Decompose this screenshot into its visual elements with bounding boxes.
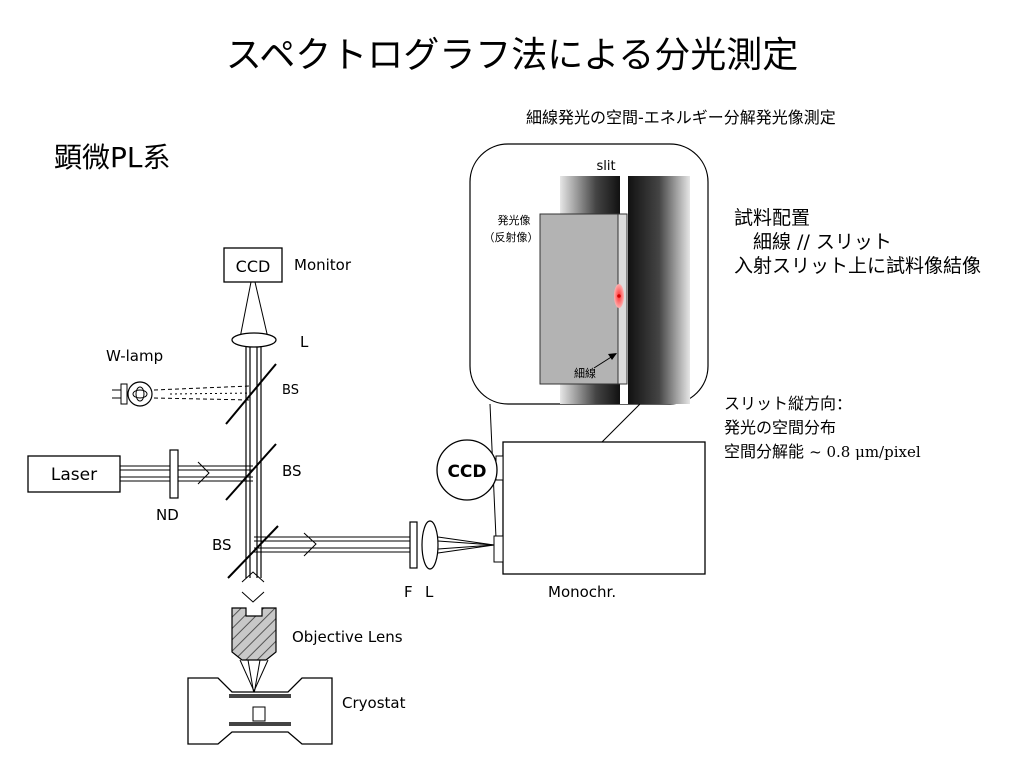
l-label: L [425,583,434,601]
slit-label: slit [596,159,615,174]
wire-label: 細線 [574,366,596,380]
note-line: 入射スリット上に試料像結像 [734,255,982,277]
monochromator [502,441,706,575]
beam-splitter-2 [225,443,277,501]
cryostat-label: Cryostat [342,694,406,712]
slide-title: スペクトログラフ法による分光測定 [225,35,799,76]
laser [27,455,121,493]
w-lamp: W-lamp [106,347,163,407]
nd-filter [169,449,179,499]
w-lamp-label: W-lamp [106,347,163,365]
f-label: F [404,583,413,601]
objective-lens [231,607,277,661]
image-label-2: （反射像） [484,230,539,244]
lens-l [421,520,439,570]
resolution-value: ~ 0.8 μm/pixel [809,443,921,461]
monitor-label: Monitor [294,256,352,274]
section-heading-micro-pl: 顕微PL系 [54,141,171,174]
note-line: 試料配置 [734,207,811,229]
section-heading-spatial-energy: 細線発光の空間-エネルギー分解発光像測定 [526,108,836,127]
ccd-camera-round [436,439,498,501]
laser-label: Laser [51,465,97,485]
ccd-camera-top [223,247,283,283]
note-line: 細線 // スリット [734,231,892,253]
lens-top-label: L [300,333,309,351]
objective-label: Objective Lens [292,628,403,646]
sample-arrangement-notes: 試料配置 細線 // スリット 入射スリット上に試料像結像 [734,206,981,278]
bs-small-label: BS [282,383,299,398]
bs-low-label: BS [212,536,232,554]
bs-mid-label: BS [282,462,302,480]
filter-f [409,521,418,569]
ccd-top-label: CCD [236,257,271,276]
beam-splitter-3 [227,525,279,579]
monochr-label: Monochr. [548,583,616,601]
slit-image-inset: slit 発光像 （反射像） 細線 [469,143,709,539]
note-line: 空間分解能 ~ 0.8 μm/pixel [724,440,921,464]
image-label-1: 発光像 [498,213,531,227]
note-line: スリット縦方向： [724,394,853,413]
note-line: 発光の空間分布 [724,418,837,437]
ccd-round-label: CCD [447,462,486,482]
slit-direction-notes: スリット縦方向： 発光の空間分布 空間分解能 ~ 0.8 μm/pixel [724,392,921,464]
nd-label: ND [156,506,179,524]
lens-top [231,332,277,348]
entrance-slit [493,535,504,563]
beam-splitter-1 [225,363,277,425]
resolution-label: 空間分解能 [724,442,805,461]
